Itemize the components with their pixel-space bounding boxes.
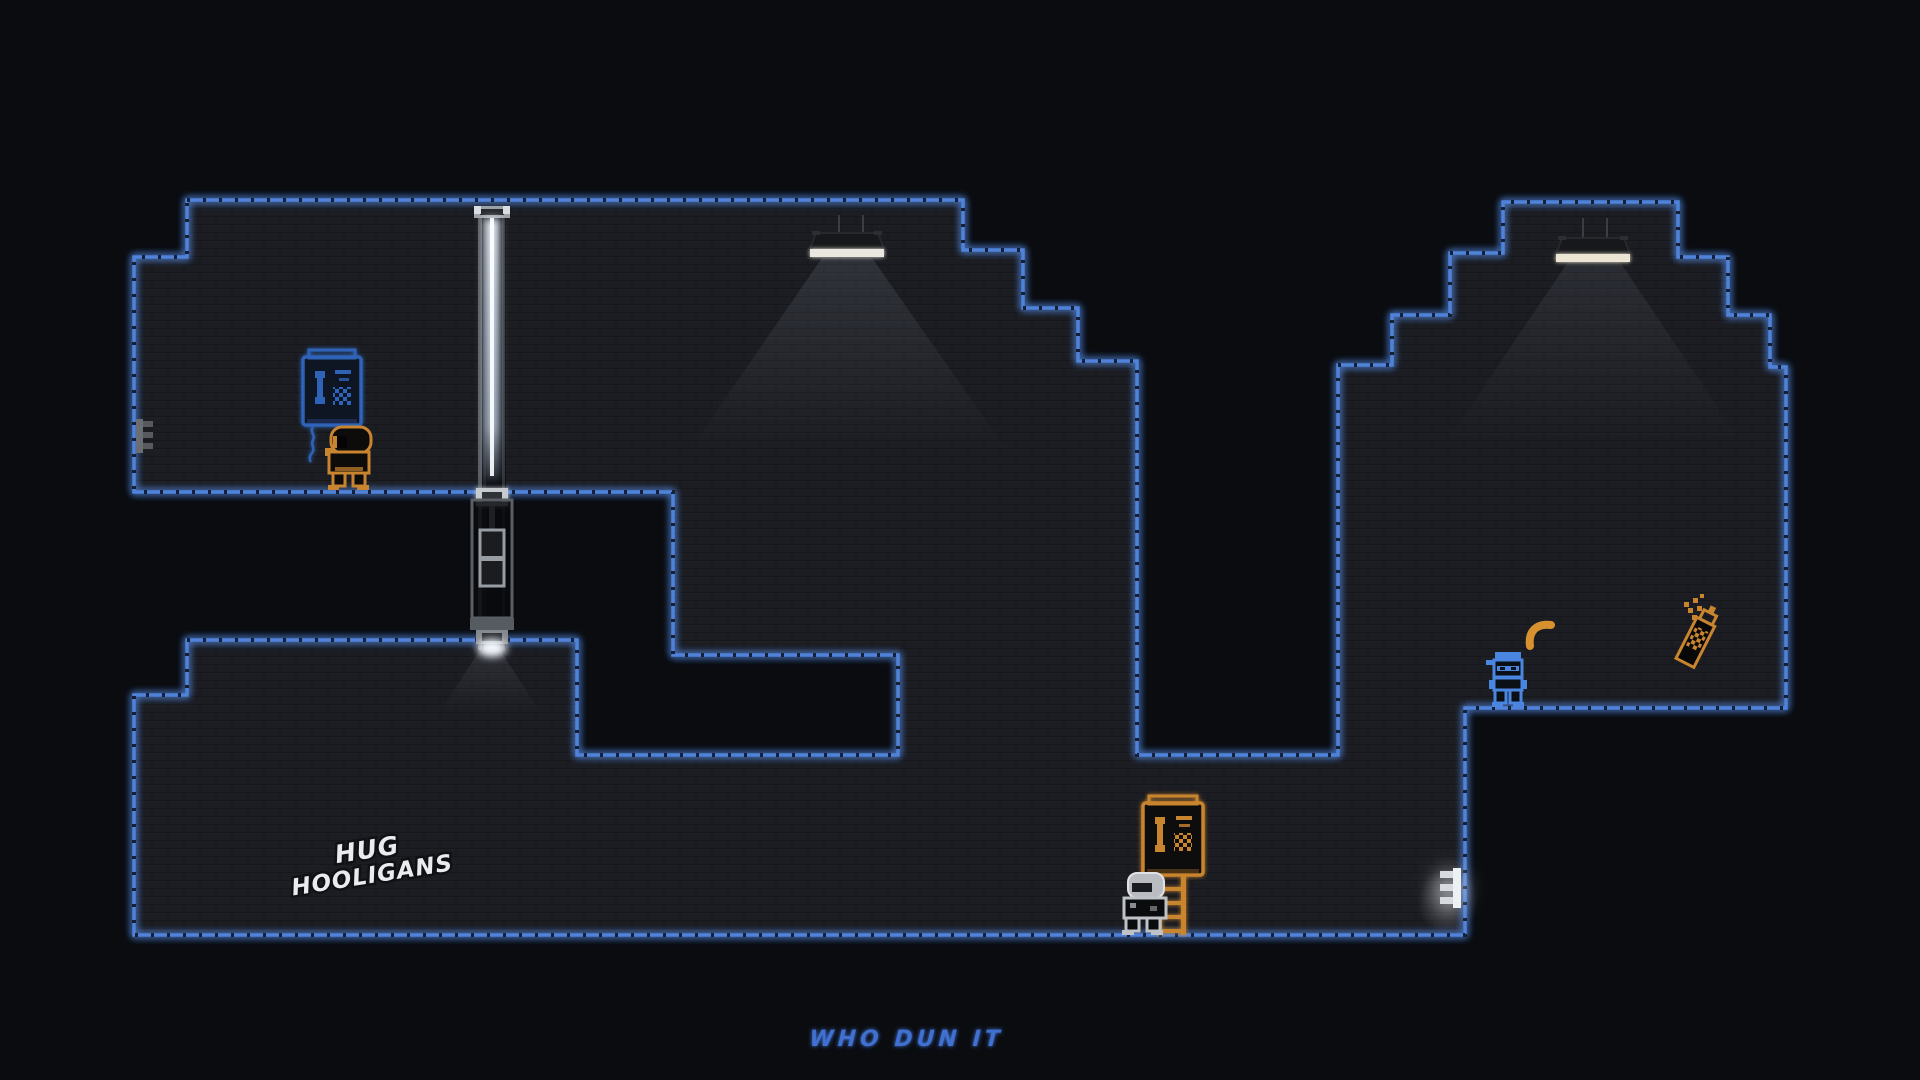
- wall-sconce-left: [136, 419, 153, 453]
- light-tube: [470, 206, 514, 657]
- orange-character[interactable]: [325, 425, 373, 490]
- room-neon-outline: [132, 198, 1788, 937]
- can-label: [1685, 625, 1709, 652]
- keypad: [1174, 833, 1192, 851]
- lamp-light-bar: [810, 249, 884, 257]
- ceiling-lamp-right: [1554, 218, 1632, 262]
- blue-character[interactable]: [1486, 652, 1527, 707]
- phone-cord: [308, 426, 315, 463]
- level-title: WHO DUN IT: [809, 1027, 1005, 1052]
- tube-bottom-glow: [477, 639, 507, 657]
- room-interior: [134, 200, 1786, 935]
- keypad: [333, 387, 351, 405]
- sunglasses: [1497, 666, 1519, 671]
- visor: [1132, 883, 1152, 892]
- lamp-left-cone: [688, 258, 1008, 452]
- wall-sconce-right: [1424, 860, 1476, 916]
- blue-payphone[interactable]: [301, 348, 363, 463]
- phone-handset[interactable]: [1525, 620, 1555, 650]
- lamp-right-cone: [1448, 262, 1740, 440]
- can-nozzle: [1707, 605, 1717, 615]
- tube-bottom-cone: [440, 650, 540, 712]
- lamp-light-bar: [1556, 254, 1630, 262]
- ceiling-lamp-left: [808, 215, 886, 257]
- spray-can[interactable]: [1673, 602, 1722, 670]
- grey-character[interactable]: [1122, 872, 1168, 935]
- orange-payphone[interactable]: [1141, 794, 1205, 935]
- cap: [1495, 652, 1521, 660]
- spray-puff: [1684, 594, 1704, 620]
